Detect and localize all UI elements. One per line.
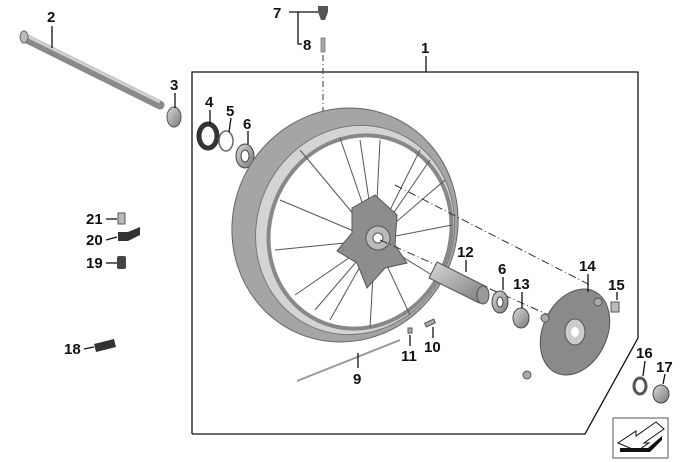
label-1: 1 [421, 40, 429, 57]
part-valve[interactable] [320, 37, 326, 53]
part-circlip[interactable] [218, 130, 234, 152]
label-20: 20 [86, 232, 103, 249]
label-8: 8 [303, 37, 311, 54]
label-2: 2 [47, 9, 55, 26]
label-19: 19 [86, 255, 103, 272]
part-nipple-small[interactable] [407, 327, 413, 334]
label-4: 4 [205, 94, 214, 111]
label-11: 11 [401, 348, 417, 365]
assembly-frame [191, 71, 639, 435]
part-grommet[interactable] [117, 256, 126, 269]
part-spacer-13[interactable] [512, 307, 530, 329]
part-washer[interactable] [632, 376, 648, 396]
label-6: 6 [243, 116, 251, 133]
label-5: 5 [226, 103, 234, 120]
part-nipple[interactable] [423, 318, 437, 328]
label-13: 13 [513, 276, 530, 293]
part-bolt[interactable] [610, 301, 620, 313]
part-spacer-tube[interactable] [428, 261, 490, 305]
label-10: 10 [424, 339, 441, 356]
part-clip[interactable] [94, 339, 116, 352]
part-spoke[interactable] [296, 339, 401, 382]
label-14: 14 [579, 258, 596, 275]
label-12: 12 [457, 244, 474, 261]
label-21: 21 [86, 211, 103, 228]
label-9: 9 [353, 371, 361, 388]
part-spacer[interactable] [166, 106, 182, 128]
part-wheel[interactable] [194, 71, 497, 380]
part-sensor[interactable] [118, 227, 140, 241]
arrow-down-left-icon[interactable] [612, 417, 669, 459]
label-16: 16 [636, 345, 653, 362]
label-7: 7 [273, 5, 281, 22]
label-15: 15 [608, 277, 625, 294]
label-6b: 6 [498, 261, 506, 278]
label-17: 17 [656, 359, 673, 376]
part-nut[interactable] [652, 384, 670, 404]
label-3: 3 [170, 77, 178, 94]
part-valve-cap[interactable] [318, 6, 328, 20]
part-seal[interactable] [196, 121, 220, 151]
part-brake-carrier[interactable] [522, 278, 623, 387]
label-18: 18 [64, 341, 81, 358]
part-axle[interactable] [19, 30, 165, 110]
part-screw[interactable] [117, 212, 126, 225]
